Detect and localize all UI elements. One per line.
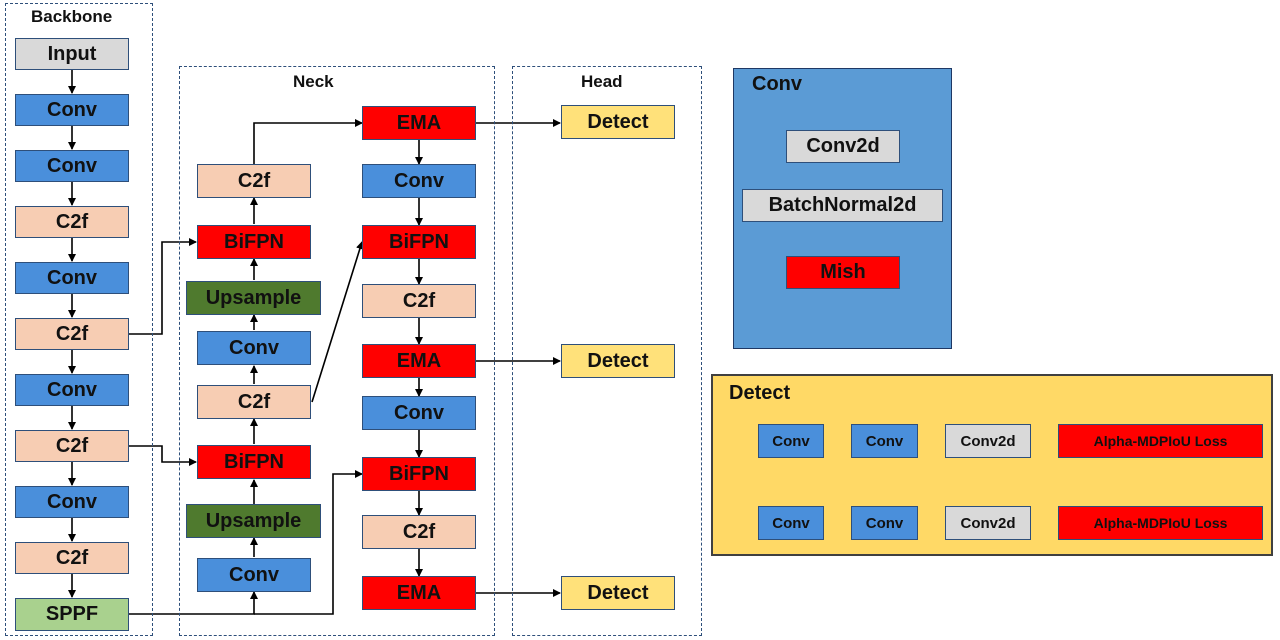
backbone-sppf: SPPF	[15, 598, 129, 631]
backbone-conv-3: Conv	[15, 262, 129, 294]
backbone-conv-4: Conv	[15, 374, 129, 406]
detect-top-loss: Alpha-MDPIoU Loss	[1058, 424, 1263, 458]
detect-top-conv2d: Conv2d	[945, 424, 1031, 458]
neck-bifpn-r2: BiFPN	[362, 457, 476, 491]
neck-ema-1: EMA	[362, 106, 476, 140]
neck-bifpn-top: BiFPN	[197, 225, 311, 259]
head-frame	[512, 66, 702, 636]
backbone-conv-5: Conv	[15, 486, 129, 518]
backbone-c2f-1: C2f	[15, 206, 129, 238]
detect-top-conv-2: Conv	[851, 424, 918, 458]
neck-upsample-top: Upsample	[186, 281, 321, 315]
backbone-input: Input	[15, 38, 129, 70]
conv-panel-mish: Mish	[786, 256, 900, 289]
neck-c2f-mid: C2f	[197, 385, 311, 419]
backbone-conv-2: Conv	[15, 150, 129, 182]
neck-bifpn-mid: BiFPN	[197, 445, 311, 479]
detect-bottom-loss: Alpha-MDPIoU Loss	[1058, 506, 1263, 540]
detect-panel-title: Detect	[729, 382, 791, 404]
head-detect-2: Detect	[561, 344, 675, 378]
detect-top-conv-1: Conv	[758, 424, 824, 458]
detect-bottom-conv2d: Conv2d	[945, 506, 1031, 540]
detect-bottom-conv-1: Conv	[758, 506, 824, 540]
neck-conv-r2: Conv	[362, 396, 476, 430]
head-title: Head	[581, 72, 623, 91]
head-detect-3: Detect	[561, 576, 675, 610]
neck-conv-r1: Conv	[362, 164, 476, 198]
conv-panel-conv2d: Conv2d	[786, 130, 900, 163]
backbone-c2f-3: C2f	[15, 430, 129, 462]
conv-panel-batchnorm: BatchNormal2d	[742, 189, 943, 222]
neck-c2f-r1: C2f	[362, 284, 476, 318]
detect-bottom-conv-2: Conv	[851, 506, 918, 540]
neck-title: Neck	[293, 72, 334, 91]
neck-frame	[179, 66, 495, 636]
conv-panel-title: Conv	[752, 73, 802, 95]
backbone-conv-1: Conv	[15, 94, 129, 126]
neck-c2f-top: C2f	[197, 164, 311, 198]
neck-bifpn-r1: BiFPN	[362, 225, 476, 259]
backbone-c2f-2: C2f	[15, 318, 129, 350]
backbone-frame	[5, 3, 153, 636]
neck-ema-3: EMA	[362, 576, 476, 610]
head-detect-1: Detect	[561, 105, 675, 139]
neck-conv-upper: Conv	[197, 331, 311, 365]
neck-c2f-r2: C2f	[362, 515, 476, 549]
neck-ema-2: EMA	[362, 344, 476, 378]
backbone-title: Backbone	[31, 7, 113, 26]
backbone-c2f-4: C2f	[15, 542, 129, 574]
neck-conv-lower: Conv	[197, 558, 311, 592]
neck-upsample-low: Upsample	[186, 504, 321, 538]
